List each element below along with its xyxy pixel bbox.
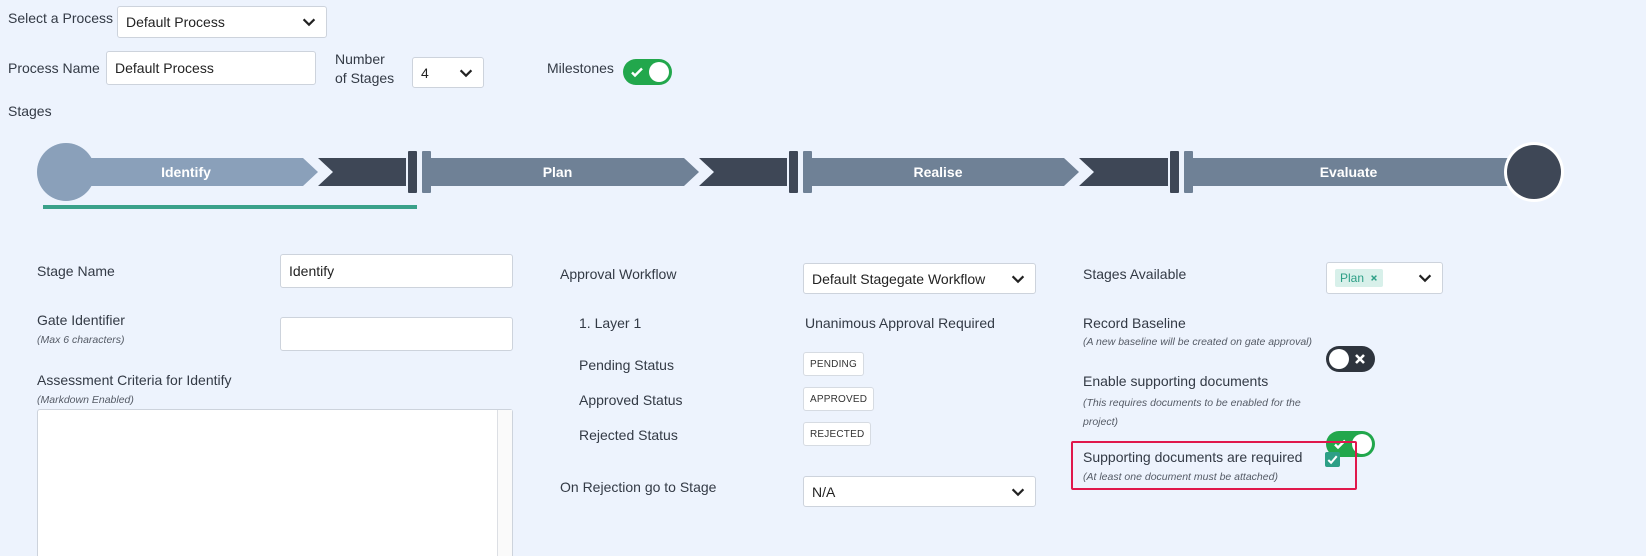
layer-approval-type: Unanimous Approval Required: [805, 315, 995, 331]
rejected-status-label: Rejected Status: [579, 427, 678, 443]
number-of-stages-value: 4: [421, 64, 429, 81]
check-icon: [631, 67, 643, 78]
stages-available-select[interactable]: Plan: [1326, 262, 1443, 294]
stage-tag-label: Plan: [1340, 271, 1365, 285]
stage-identify[interactable]: Identify: [161, 164, 211, 180]
stages-section-label: Stages: [8, 103, 52, 119]
rejected-status-badge: REJECTED: [803, 422, 872, 446]
gate-identifier-label: Gate Identifier: [37, 312, 125, 328]
required-docs-label: Supporting documents are required: [1083, 449, 1303, 465]
toggle-knob: [1329, 349, 1349, 369]
stage-bar-identify: [66, 158, 318, 186]
gate-divider-1: [408, 151, 417, 193]
enable-supporting-docs-label: Enable supporting documents: [1083, 373, 1269, 389]
assessment-criteria-label: Assessment Criteria for Identify: [37, 372, 232, 388]
chevron-down-icon: [302, 18, 316, 27]
on-rejection-value: N/A: [812, 483, 836, 500]
stage-bar-evaluate: [1193, 158, 1533, 186]
required-docs-hint: (At least one document must be attached): [1083, 471, 1278, 483]
stage-realise[interactable]: Realise: [913, 164, 963, 180]
stage-plan[interactable]: Plan: [542, 164, 573, 180]
enable-supporting-docs-hint-line1: (This requires documents to be enabled f…: [1083, 397, 1301, 409]
toggle-knob: [649, 62, 669, 82]
number-of-stages-label: Number of Stages: [335, 50, 394, 88]
toggle-knob: [1352, 434, 1372, 454]
gate-connector-3: [1079, 158, 1168, 186]
enable-supporting-docs-hint: (This requires documents to be enabled f…: [1083, 394, 1301, 432]
layer-label: 1. Layer 1: [579, 315, 642, 331]
gate-divider-2b: [803, 151, 812, 193]
chevron-down-icon: [459, 69, 473, 77]
x-icon: [1355, 354, 1365, 364]
gate-divider-2: [789, 151, 798, 193]
chevron-down-icon: [1418, 274, 1432, 283]
record-baseline-label: Record Baseline: [1083, 315, 1186, 331]
approval-workflow-select[interactable]: Default Stagegate Workflow: [803, 263, 1036, 294]
on-rejection-select[interactable]: N/A: [803, 476, 1036, 507]
approved-status-badge: APPROVED: [803, 387, 875, 411]
chevron-down-icon: [1011, 488, 1025, 496]
approval-workflow-value: Default Stagegate Workflow: [812, 270, 986, 287]
number-of-stages-label-line1: Number: [335, 51, 385, 67]
x-icon[interactable]: [1370, 274, 1378, 282]
number-of-stages-select[interactable]: 4: [412, 57, 484, 88]
record-baseline-toggle[interactable]: [1326, 346, 1375, 372]
required-docs-checkbox[interactable]: [1325, 452, 1340, 467]
enable-supporting-docs-toggle[interactable]: [1326, 431, 1375, 457]
number-of-stages-label-line2: of Stages: [335, 70, 395, 86]
stage-evaluate[interactable]: Evaluate: [1319, 164, 1378, 180]
stage-tag-plan: Plan: [1335, 269, 1384, 287]
gate-connector-1: [318, 158, 406, 186]
active-stage-underline: [43, 205, 417, 209]
pending-status-badge: PENDING: [803, 352, 864, 376]
process-select-value: Default Process: [126, 14, 225, 30]
gate-divider-3b: [1184, 151, 1193, 193]
assessment-criteria-hint: (Markdown Enabled): [37, 394, 134, 406]
stages-available-label: Stages Available: [1083, 266, 1187, 282]
milestones-label: Milestones: [547, 60, 614, 76]
stage-bar-realise: [812, 158, 1079, 186]
gate-divider-3: [1170, 151, 1179, 193]
milestones-toggle[interactable]: [623, 59, 672, 85]
gate-divider-1b: [422, 151, 431, 193]
approval-workflow-label: Approval Workflow: [560, 266, 677, 282]
record-baseline-hint: (A new baseline will be created on gate …: [1083, 336, 1312, 348]
gate-connector-2: [699, 158, 787, 186]
on-rejection-label: On Rejection go to Stage: [560, 479, 717, 495]
stage-bar-plan: [431, 158, 699, 186]
pipeline-end-circle: [1507, 145, 1561, 199]
gate-identifier-hint: (Max 6 characters): [37, 334, 125, 346]
chevron-down-icon: [1011, 275, 1025, 283]
approved-status-label: Approved Status: [579, 392, 683, 408]
pending-status-label: Pending Status: [579, 357, 674, 373]
required-docs-highlight: [1071, 441, 1357, 490]
gate-identifier-input[interactable]: [280, 317, 513, 351]
process-name-input[interactable]: [106, 51, 316, 85]
select-process-label: Select a Process: [8, 10, 114, 26]
stage-name-input[interactable]: [280, 254, 513, 288]
checkmark-icon: [1327, 455, 1338, 465]
assessment-criteria-textarea[interactable]: [37, 409, 513, 556]
stage-pipeline: [37, 142, 1564, 209]
enable-supporting-docs-hint-line2: project): [1083, 416, 1119, 428]
textarea-scrollbar[interactable]: [497, 410, 512, 556]
stage-name-label: Stage Name: [37, 263, 115, 279]
process-name-label: Process Name: [8, 60, 100, 76]
process-select[interactable]: Default Process: [117, 6, 327, 38]
